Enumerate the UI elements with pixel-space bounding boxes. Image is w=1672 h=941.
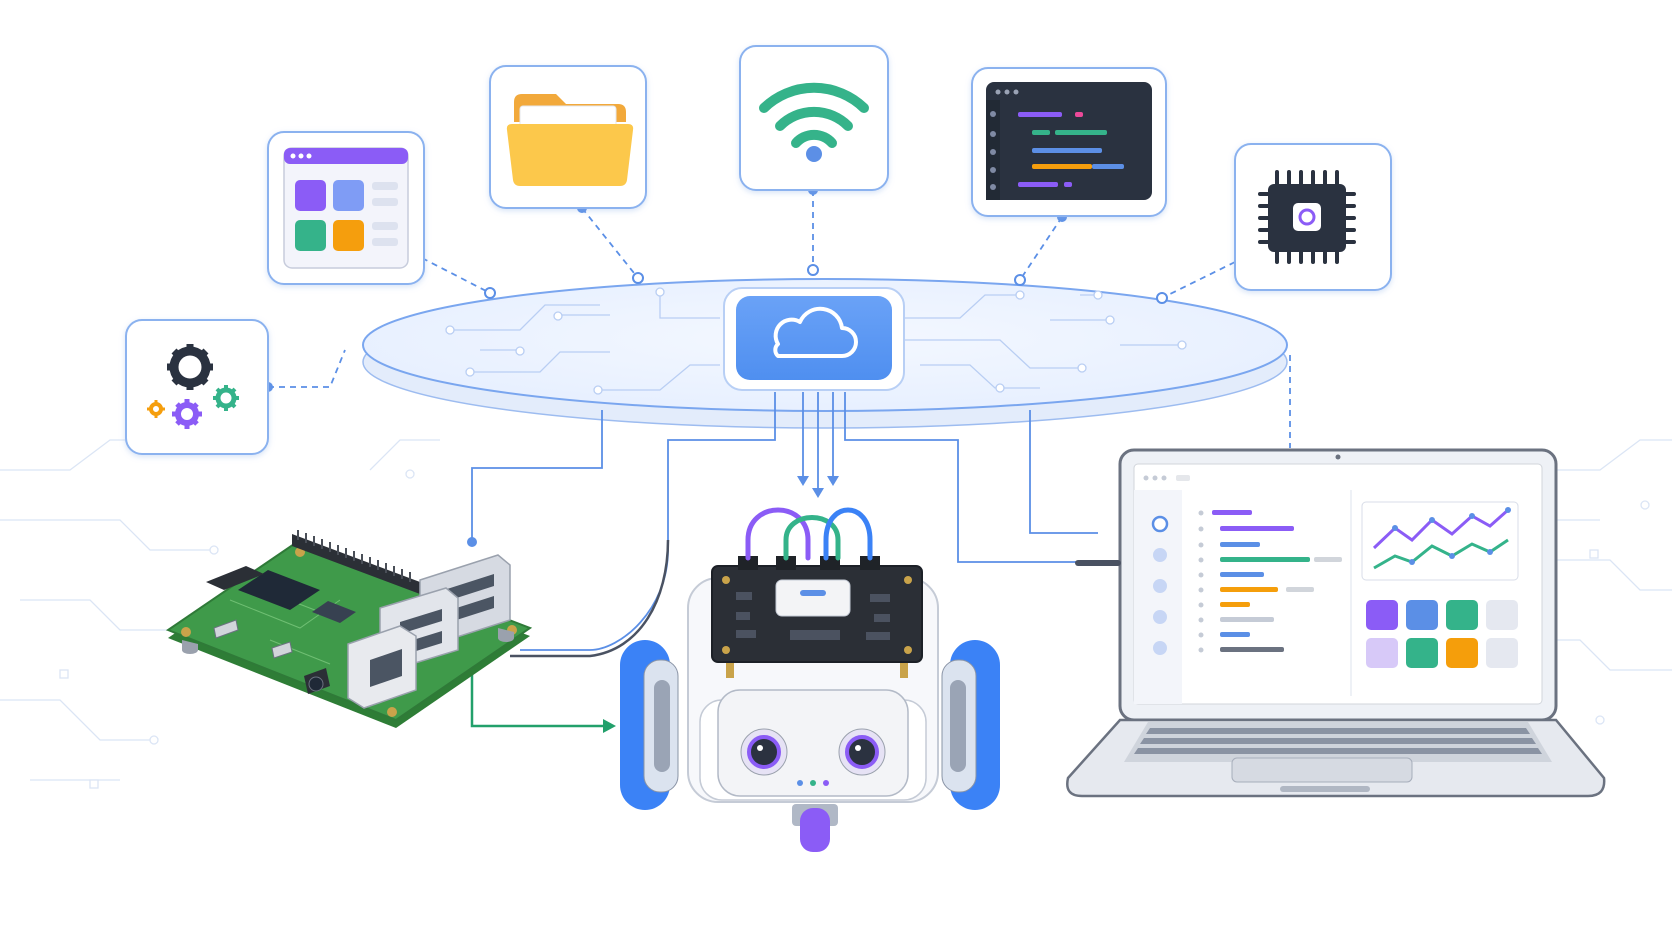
wifi-icon[interactable]: [739, 45, 889, 191]
robot-controller-board: [711, 556, 923, 678]
platform-circuit-traces: [445, 287, 1187, 395]
robot-eyes: [740, 728, 886, 776]
sbc-cable: [510, 539, 670, 658]
dashboard-sidebar: [1151, 515, 1169, 655]
ram-chip: [312, 601, 356, 623]
laptop-dashboard-icon[interactable]: [1066, 448, 1606, 798]
gpio-header: [292, 530, 420, 594]
board-headers: [738, 556, 880, 570]
robot-left-wheel: [620, 640, 679, 810]
app-window-icon[interactable]: [267, 131, 425, 285]
ribbon-connector: [206, 566, 264, 590]
laptop-trackpad: [1231, 757, 1413, 783]
robot-icon[interactable]: [620, 507, 1000, 852]
robot-wires: [745, 507, 873, 561]
soc-chip: [238, 570, 320, 610]
folder-icon[interactable]: [489, 65, 647, 209]
purple-gear-icon: [172, 399, 202, 429]
chip-icon[interactable]: [1234, 143, 1392, 291]
green-gear-icon: [213, 385, 239, 411]
robot-caster-wheel: [792, 804, 838, 852]
dashboard-tiles: [1366, 600, 1518, 668]
cloud-icon[interactable]: [723, 287, 905, 391]
icon-connections: [268, 190, 1291, 448]
gears-icon[interactable]: [125, 319, 269, 455]
large-gear-icon: [167, 344, 213, 390]
background-circuit-traces: [0, 435, 1672, 789]
audio-jack: [304, 668, 330, 694]
laptop-keyboard: [1134, 728, 1542, 754]
robot-status-leds: [797, 780, 829, 786]
hdmi-port: [271, 641, 293, 659]
ethernet-port: [347, 625, 417, 709]
device-connection-markers: [467, 476, 839, 547]
single-board-computer-icon[interactable]: [165, 530, 533, 728]
code-editor-icon[interactable]: [971, 67, 1167, 217]
robot-right-wheel: [941, 640, 1000, 810]
dashboard-list: [1198, 510, 1342, 653]
orange-gear-icon: [147, 400, 165, 418]
power-port: [213, 619, 239, 639]
dashboard-chart: [1361, 501, 1519, 581]
